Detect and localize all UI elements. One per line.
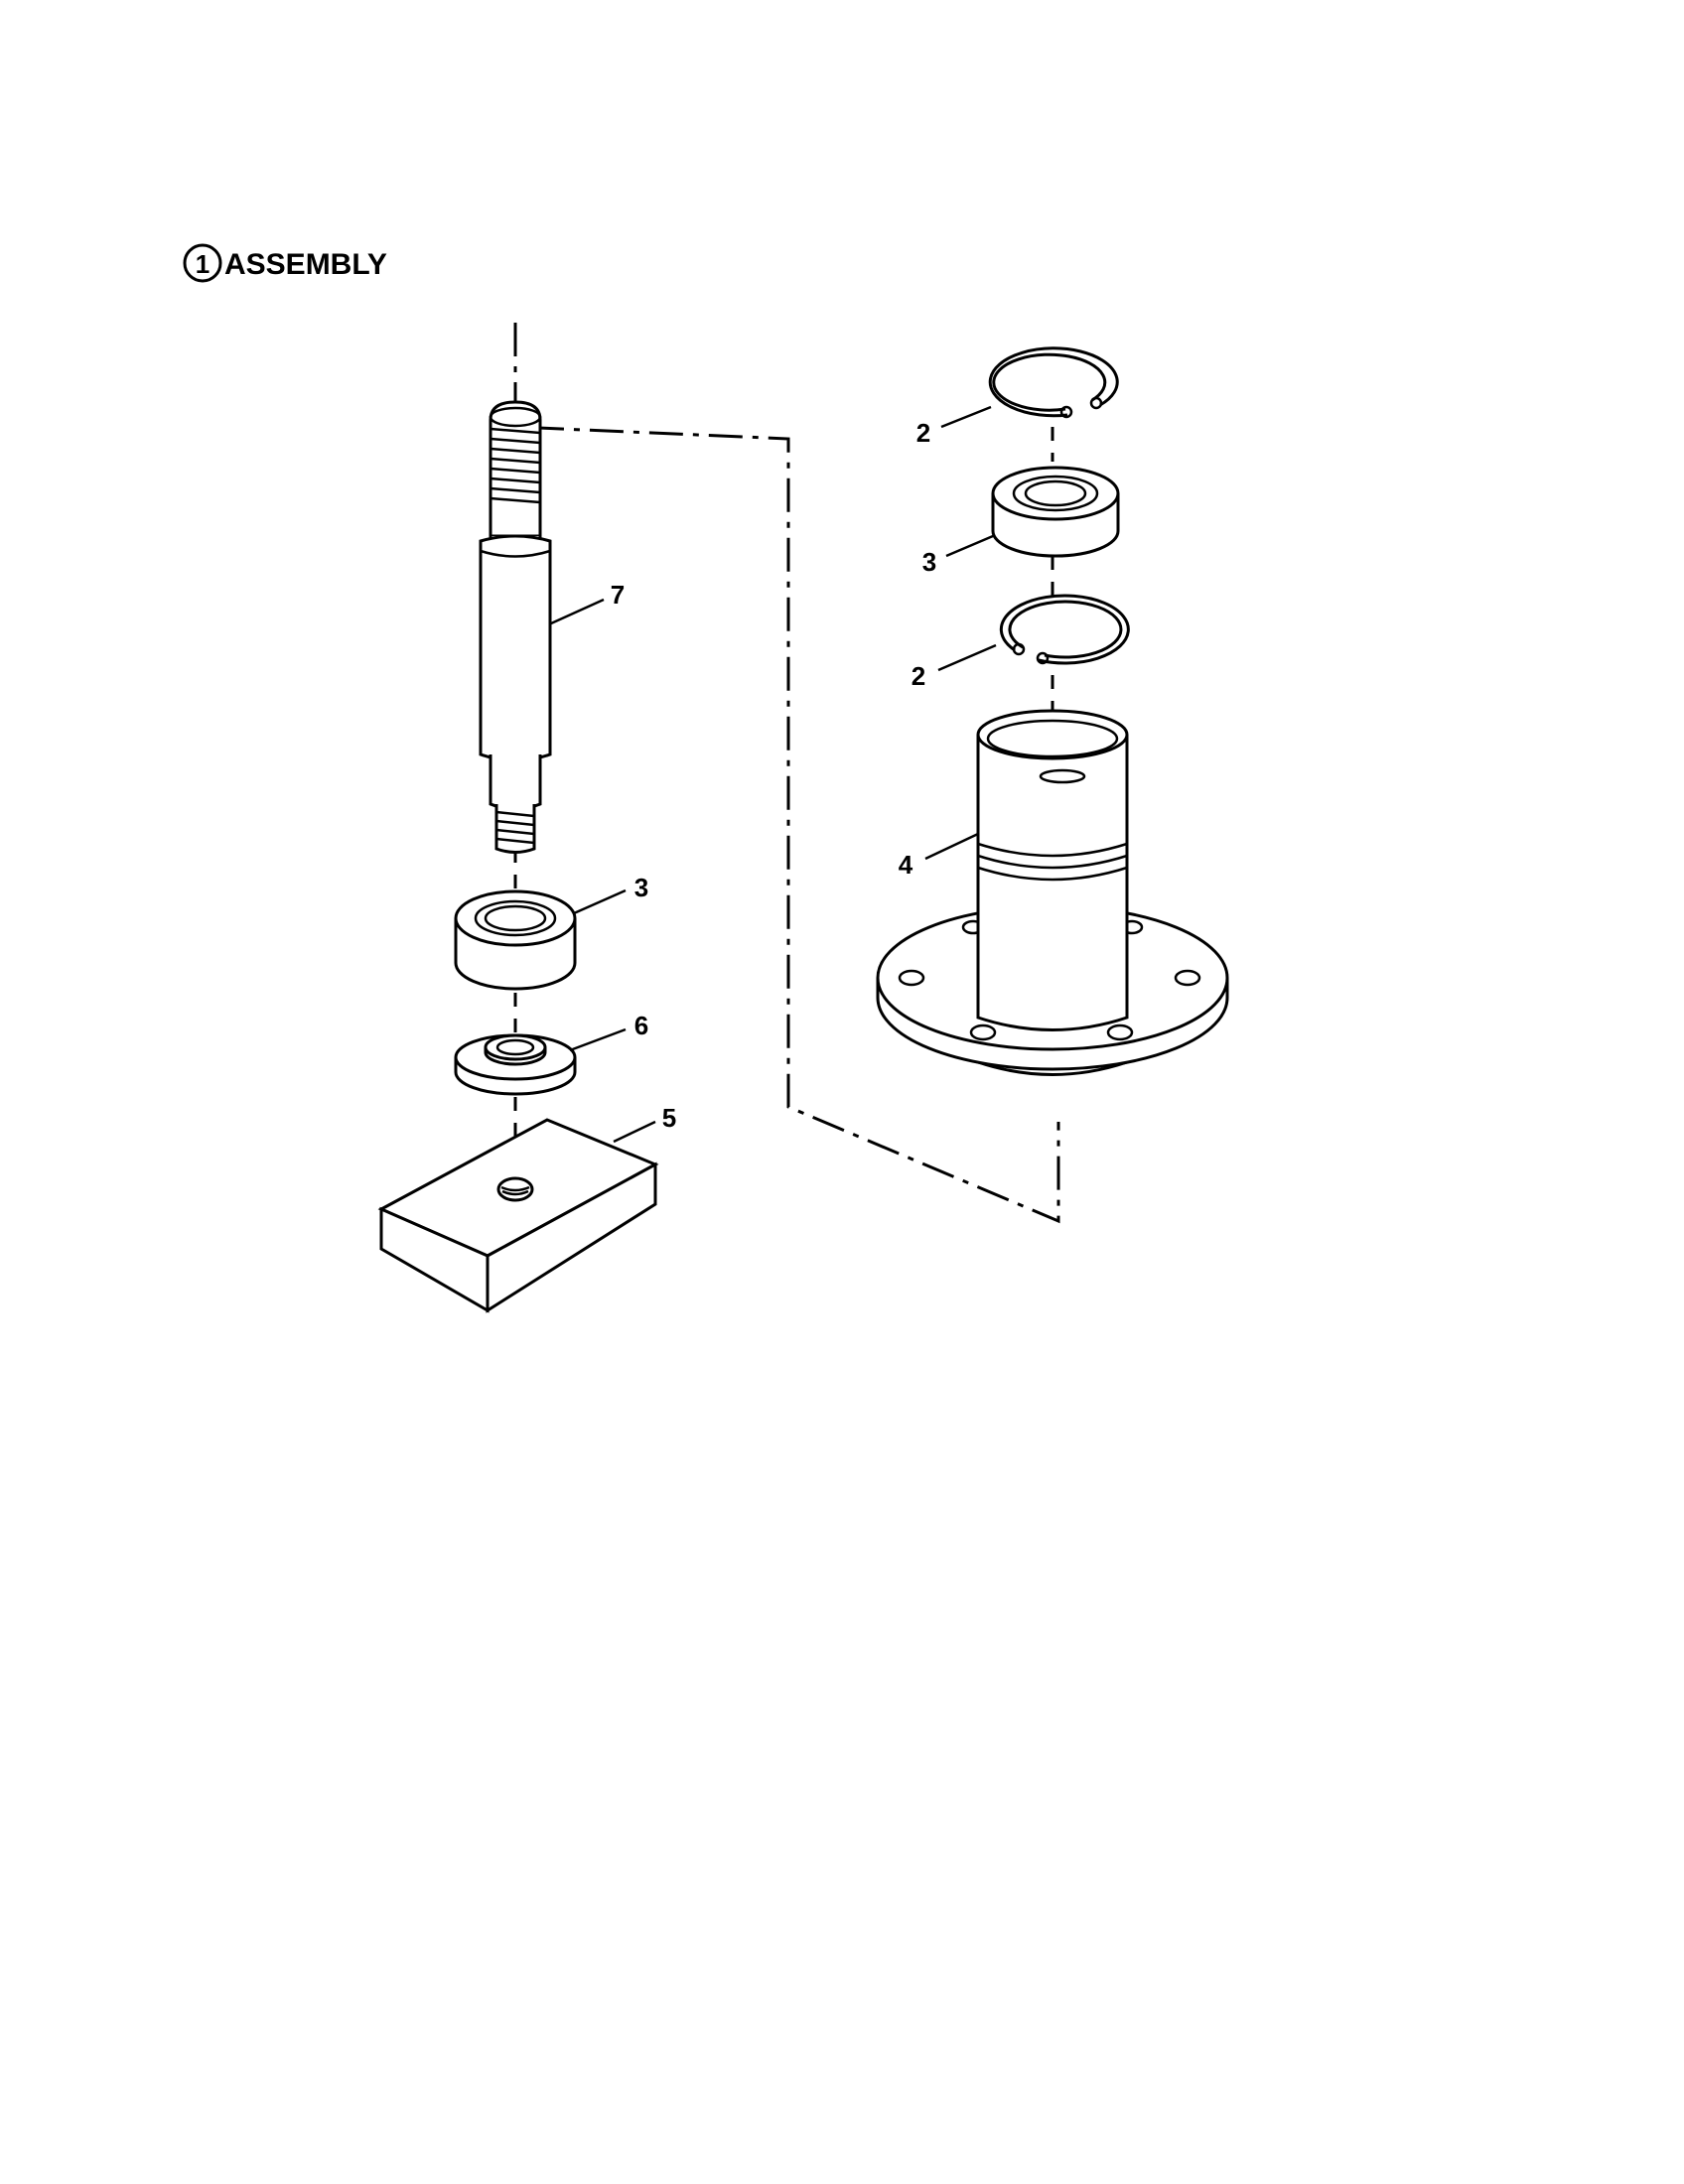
upper-threads (490, 427, 541, 504)
spindle-housing-part-4 (876, 709, 1229, 1076)
leader-6 (569, 1027, 627, 1052)
bearing-left-part-3 (454, 889, 577, 991)
leader-3-left (573, 888, 627, 915)
callout-7: 7 (611, 580, 625, 610)
shaft-part-7 (479, 400, 552, 854)
callout-4: 4 (899, 850, 913, 880)
callout-3-left: 3 (634, 873, 648, 902)
assembly-title: 1 ASSEMBLY (183, 243, 387, 283)
callout-6: 6 (634, 1011, 648, 1040)
leader-5 (613, 1120, 656, 1144)
lower-threads (495, 810, 535, 845)
leader-4 (924, 832, 979, 861)
leader-2-middle (937, 643, 997, 672)
callout-2-middle: 2 (912, 661, 925, 691)
bearing-right-part-3 (991, 466, 1120, 558)
title-label: ASSEMBLY (224, 248, 387, 281)
retaining-ring-top-part-2 (988, 346, 1119, 419)
callout-labels: 2 3 2 4 7 3 6 5 (611, 418, 936, 1133)
title-number: 1 (196, 249, 210, 279)
retaining-ring-middle-part-2 (999, 594, 1130, 665)
block-part-5 (377, 1118, 659, 1313)
callout-3-right: 3 (922, 547, 936, 577)
washer-part-6 (454, 1033, 577, 1096)
callout-2-top: 2 (916, 418, 930, 448)
callout-leaders (550, 405, 997, 1144)
leader-2-top (940, 405, 992, 429)
callout-5: 5 (662, 1103, 676, 1133)
leader-3-right (945, 534, 994, 558)
leader-7 (550, 598, 605, 625)
title-number-circle (183, 243, 222, 283)
